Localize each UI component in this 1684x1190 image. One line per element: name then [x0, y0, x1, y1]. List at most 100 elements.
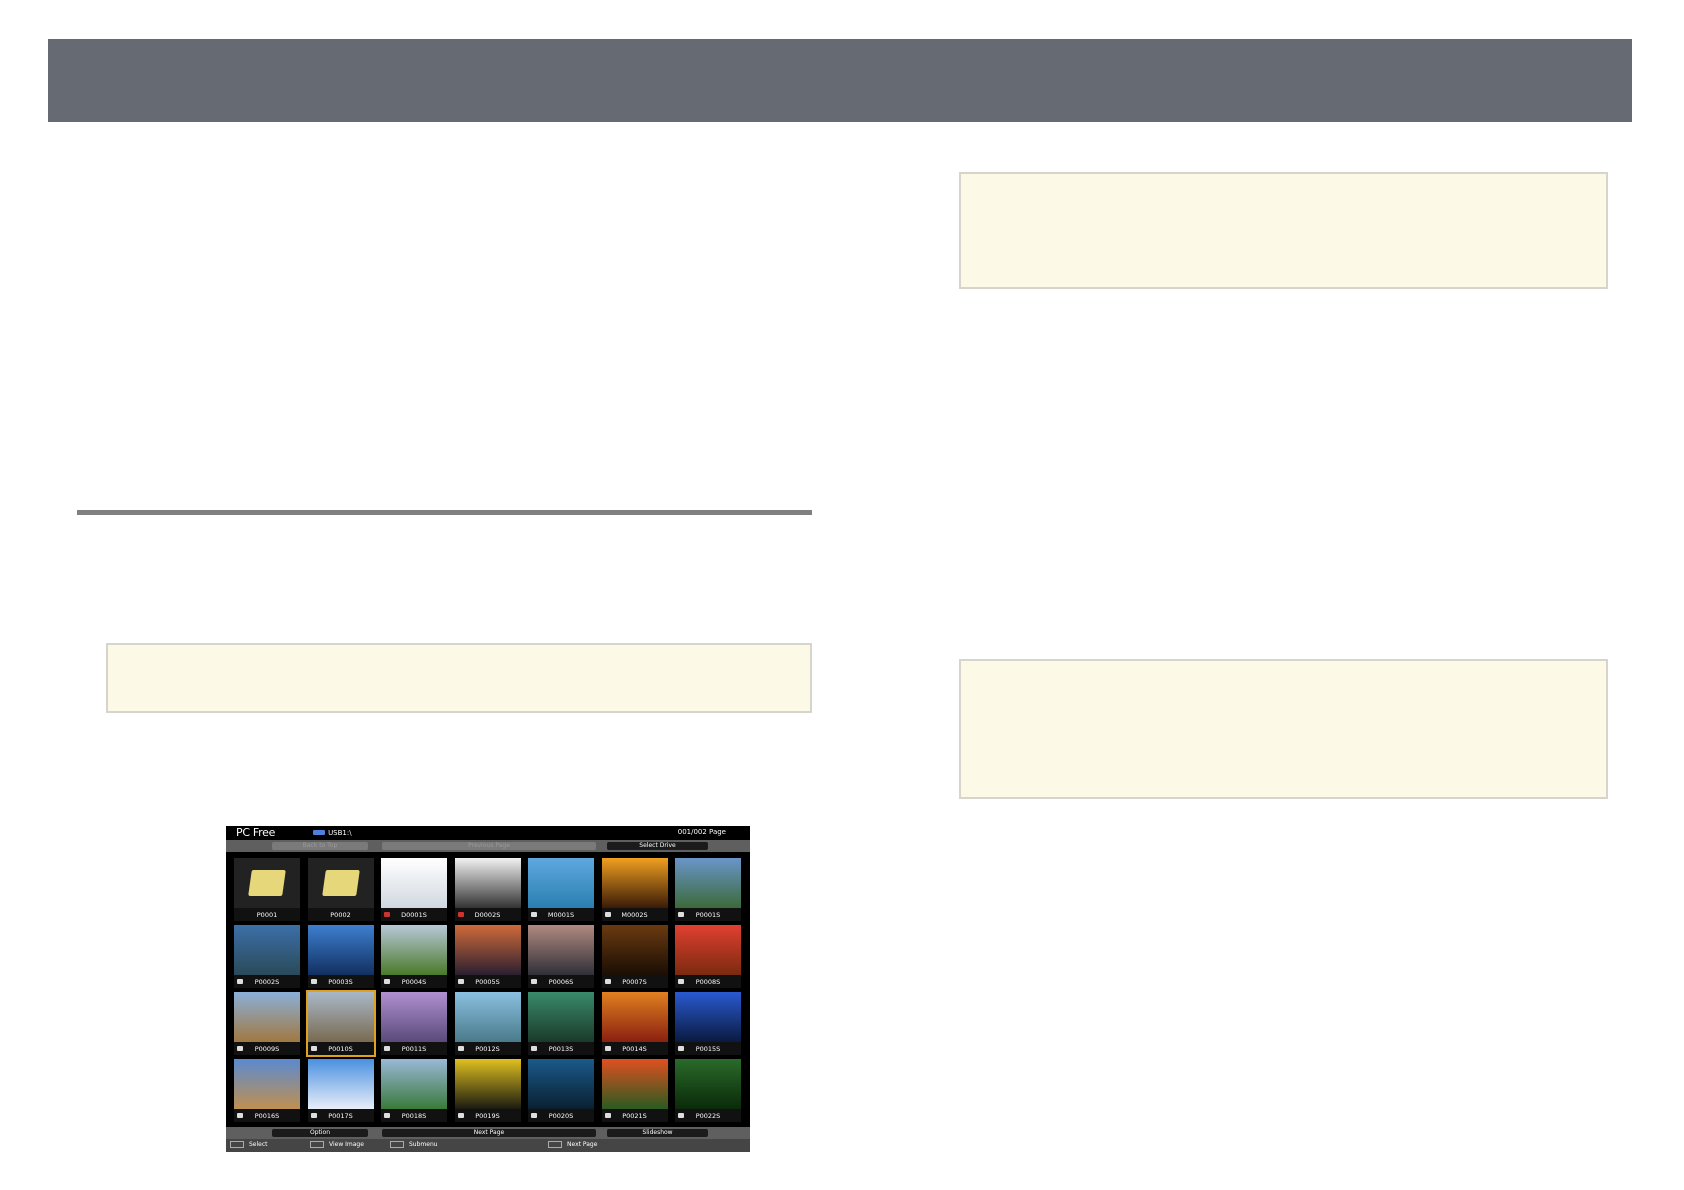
option-button[interactable]: Option	[272, 1129, 368, 1137]
file-tile[interactable]: P0013S	[528, 992, 594, 1055]
image-thumbnail	[234, 925, 300, 975]
folder-tile[interactable]: P0001	[234, 858, 300, 921]
tile-label-text: P0008S	[695, 978, 721, 986]
select-drive-button[interactable]: Select Drive	[607, 842, 708, 850]
file-tile[interactable]: P0002S	[234, 925, 300, 988]
file-tile[interactable]: P0015S	[675, 992, 741, 1055]
tile-label-text: P0021S	[622, 1112, 647, 1120]
page-header-bar	[48, 39, 1632, 122]
image-thumbnail	[454, 925, 521, 975]
tile-label: M0001S	[528, 909, 594, 921]
tile-label-text: P0013S	[548, 1045, 574, 1053]
help-select: Select	[230, 1141, 268, 1148]
tile-label-text: D0001S	[401, 911, 427, 919]
image-thumbnail	[528, 925, 594, 975]
pc-free-title: PC Free	[236, 826, 276, 839]
file-tile[interactable]: P0006S	[528, 925, 594, 988]
file-tile[interactable]: P0005S	[454, 925, 521, 988]
file-tile[interactable]: P0018S	[381, 1059, 447, 1122]
tile-label: D0002S	[455, 909, 521, 921]
note-box	[959, 659, 1608, 799]
camera-icon	[604, 979, 611, 984]
file-tile[interactable]: P0004S	[381, 925, 447, 988]
file-tile[interactable]: P0019S	[454, 1059, 521, 1122]
image-thumbnail	[601, 1059, 668, 1109]
help-next-page: Next Page	[548, 1141, 597, 1148]
tile-label-text: P0011S	[401, 1045, 427, 1053]
camera-icon	[457, 1046, 464, 1051]
file-tile[interactable]: P0020S	[528, 1059, 594, 1122]
file-tile[interactable]: P0007S	[601, 925, 668, 988]
pdf-icon	[384, 912, 390, 917]
tile-label: P0001S	[675, 909, 741, 921]
camera-icon	[237, 1113, 243, 1118]
image-thumbnail	[528, 992, 594, 1042]
camera-icon	[604, 1046, 611, 1051]
file-tile[interactable]: P0014S	[601, 992, 668, 1055]
image-thumbnail	[307, 925, 374, 975]
file-tile[interactable]: P0017S	[307, 1059, 374, 1122]
file-tile[interactable]: D0001S	[381, 858, 447, 921]
image-thumbnail	[381, 858, 447, 908]
tile-label: P0001	[234, 909, 300, 921]
tile-label: M0002S	[602, 909, 668, 921]
file-tile[interactable]: P0003S	[307, 925, 374, 988]
tile-label: D0001S	[381, 909, 447, 921]
tile-label-text: P0020S	[548, 1112, 574, 1120]
folder-thumbnail	[234, 858, 300, 908]
image-thumbnail	[381, 992, 447, 1042]
folder-icon	[248, 870, 286, 896]
drive-indicator: USB1:\	[313, 829, 352, 837]
folder-tile[interactable]: P0002	[307, 858, 374, 921]
drive-label: USB1:\	[328, 828, 352, 837]
tile-label: P0020S	[528, 1110, 594, 1122]
tile-label-text: P0018S	[401, 1112, 427, 1120]
select-key-icon	[230, 1141, 244, 1148]
camera-icon	[310, 1046, 317, 1051]
movie-icon	[604, 912, 611, 917]
next-page-button[interactable]: Next Page	[382, 1129, 596, 1137]
camera-icon	[678, 1113, 684, 1118]
tile-label: P0004S	[381, 976, 447, 988]
image-thumbnail	[528, 858, 594, 908]
tile-label-text: P0010S	[328, 1045, 353, 1053]
tile-label: P0002	[308, 909, 374, 921]
file-tile[interactable]: P0012S	[454, 992, 521, 1055]
tile-label-text: P0017S	[328, 1112, 353, 1120]
tile-label: P0021S	[602, 1110, 668, 1122]
help-label: View Image	[329, 1141, 364, 1148]
file-tile[interactable]: M0001S	[528, 858, 594, 921]
image-thumbnail	[381, 925, 447, 975]
enter-key-icon	[310, 1141, 324, 1148]
file-tile[interactable]: P0001S	[675, 858, 741, 921]
pc-free-title-bar: PC Free USB1:\ 001/002 Page	[226, 826, 750, 839]
file-tile[interactable]: P0008S	[675, 925, 741, 988]
back-to-top-button[interactable]: Back to Top	[272, 842, 368, 850]
previous-page-button[interactable]: Previous Page	[382, 842, 596, 850]
file-tile[interactable]: P0009S	[234, 992, 300, 1055]
tile-label: P0007S	[602, 976, 668, 988]
file-tile[interactable]: P0022S	[675, 1059, 741, 1122]
tile-label-text: P0004S	[401, 978, 427, 986]
camera-icon	[678, 912, 684, 917]
image-thumbnail	[675, 1059, 741, 1109]
file-tile[interactable]: P0016S	[234, 1059, 300, 1122]
help-view-image: View Image	[310, 1141, 364, 1148]
image-thumbnail	[601, 992, 668, 1042]
tile-label: P0022S	[675, 1110, 741, 1122]
file-tile[interactable]: M0002S	[601, 858, 668, 921]
tile-label: P0017S	[308, 1110, 374, 1122]
tile-label: P0016S	[234, 1110, 300, 1122]
tile-label: P0006S	[528, 976, 594, 988]
image-thumbnail	[675, 925, 741, 975]
file-tile[interactable]: D0002S	[454, 858, 521, 921]
help-submenu: Submenu	[390, 1141, 438, 1148]
tile-label-text: P0014S	[622, 1045, 647, 1053]
file-tile[interactable]: P0010S	[305, 990, 376, 1057]
file-tile[interactable]: P0011S	[381, 992, 447, 1055]
camera-icon	[457, 1113, 464, 1118]
camera-icon	[310, 979, 317, 984]
slideshow-button[interactable]: Slideshow	[607, 1129, 708, 1137]
page-indicator: 001/002 Page	[677, 828, 726, 836]
file-tile[interactable]: P0021S	[601, 1059, 668, 1122]
